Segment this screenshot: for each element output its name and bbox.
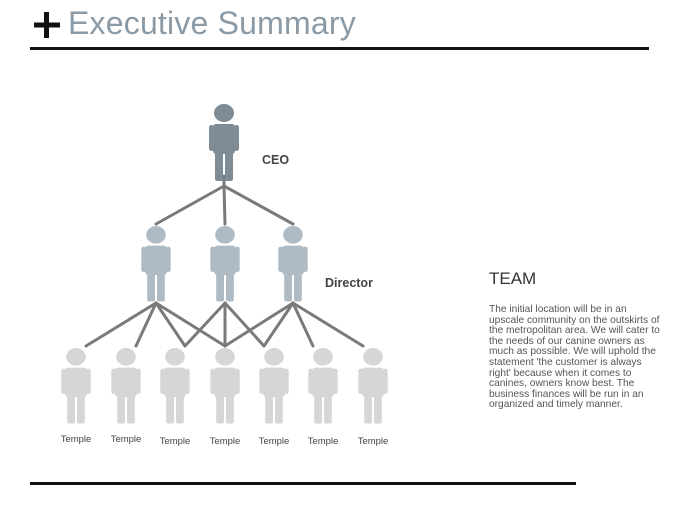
staff-label: Temple bbox=[160, 436, 191, 447]
staff-figure bbox=[358, 348, 388, 424]
staff-figure bbox=[160, 348, 190, 424]
staff-figure bbox=[111, 348, 141, 424]
staff-labels: Temple Temple Temple Temple Temple Temple Temp… bbox=[61, 434, 389, 447]
director-figure bbox=[278, 226, 308, 302]
staff-figure bbox=[210, 348, 240, 424]
team-heading: TEAM bbox=[489, 269, 537, 288]
staff-figure bbox=[259, 348, 289, 424]
director-figure bbox=[141, 226, 171, 302]
ceo-figure bbox=[209, 104, 239, 181]
page-title: Executive Summary bbox=[68, 5, 356, 41]
footer-divider bbox=[30, 482, 576, 485]
connector-line bbox=[291, 301, 365, 348]
plus-icon bbox=[34, 12, 60, 38]
connector-line bbox=[154, 184, 226, 226]
staff-figure bbox=[61, 348, 91, 424]
connector-line bbox=[291, 301, 315, 348]
team-description: The initial location will be in an upsca… bbox=[489, 304, 660, 411]
staff-label: Temple bbox=[308, 436, 339, 447]
staff-figure bbox=[308, 348, 338, 424]
staff-label: Temple bbox=[259, 436, 290, 447]
header-divider bbox=[30, 47, 649, 50]
connector-lines bbox=[84, 174, 365, 348]
connector-line bbox=[134, 301, 158, 348]
connector-line bbox=[222, 184, 295, 226]
people-figures bbox=[61, 104, 388, 424]
staff-label: Temple bbox=[61, 434, 92, 445]
connector-line bbox=[154, 301, 187, 348]
connector-line bbox=[222, 184, 227, 226]
director-label: Director bbox=[325, 276, 373, 290]
connector-line bbox=[84, 301, 158, 348]
connector-line bbox=[183, 301, 227, 348]
connector-line bbox=[154, 301, 227, 348]
director-figure bbox=[210, 226, 240, 302]
connector-line bbox=[262, 301, 295, 348]
staff-label: Temple bbox=[111, 434, 142, 445]
connector-line bbox=[223, 301, 266, 348]
staff-label: Temple bbox=[358, 436, 389, 447]
staff-label: Temple bbox=[210, 436, 241, 447]
connector-line bbox=[223, 301, 295, 348]
ceo-label: CEO bbox=[262, 153, 289, 167]
